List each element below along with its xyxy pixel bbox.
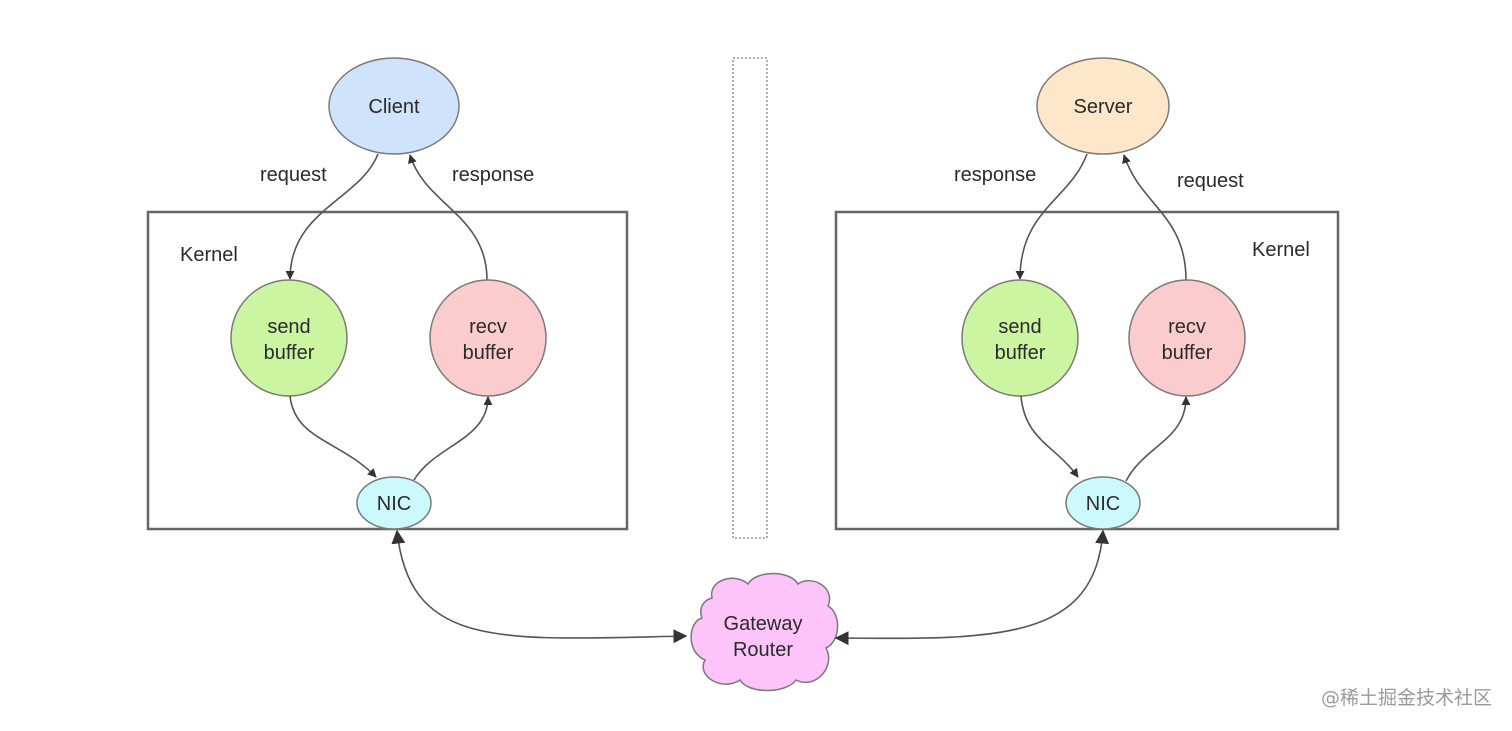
left-send-buffer-line2: buffer [264, 342, 315, 364]
left-recv-buffer-line2: buffer [463, 342, 514, 364]
right-nic-label: NIC [1086, 493, 1120, 515]
left-send-buffer-node [230, 279, 348, 397]
gateway-router-cloud [690, 572, 839, 692]
client-node [328, 57, 460, 155]
client-label: Client [368, 96, 420, 118]
edge-gateway-right-nic [834, 529, 1110, 646]
right-kernel-box [834, 210, 1340, 531]
edge-right-nic-to-recv-buffer [1125, 396, 1191, 482]
right-response-label: response [954, 164, 1036, 186]
left-recv-buffer-line1: recv [469, 316, 507, 338]
edge-server-to-send-buffer [1015, 153, 1088, 280]
right-recv-buffer-line2: buffer [1162, 342, 1213, 364]
edge-client-to-send-buffer [285, 153, 379, 280]
right-nic-node [1065, 476, 1141, 530]
gateway-label-line1: Gateway [724, 613, 803, 635]
right-recv-buffer-line1: recv [1168, 316, 1206, 338]
right-send-buffer-line2: buffer [995, 342, 1046, 364]
edge-recv-buffer-to-server [1122, 154, 1187, 281]
left-kernel-label: Kernel [180, 244, 238, 266]
edge-send-buffer-to-left-nic [289, 395, 377, 478]
left-request-label: request [260, 164, 327, 186]
server-node [1036, 57, 1170, 155]
right-kernel-label: Kernel [1252, 239, 1310, 261]
edge-left-nic-to-recv-buffer [413, 396, 493, 481]
center-divider [732, 57, 768, 539]
right-request-label: request [1177, 170, 1244, 192]
edge-recv-buffer-to-client [408, 154, 488, 281]
server-label: Server [1074, 96, 1133, 118]
watermark-text: @稀土掘金技术社区 [1320, 687, 1492, 709]
left-nic-node [356, 476, 432, 530]
edge-left-nic-gateway [391, 529, 688, 644]
left-response-label: response [452, 164, 534, 186]
right-recv-buffer-node [1128, 279, 1246, 397]
left-send-buffer-line1: send [267, 316, 310, 338]
gateway-label-line2: Router [733, 639, 793, 661]
edge-send-buffer-to-right-nic [1020, 395, 1079, 478]
left-nic-label: NIC [377, 493, 411, 515]
left-recv-buffer-node [429, 279, 547, 397]
right-send-buffer-line1: send [998, 316, 1041, 338]
right-send-buffer-node [961, 279, 1079, 397]
